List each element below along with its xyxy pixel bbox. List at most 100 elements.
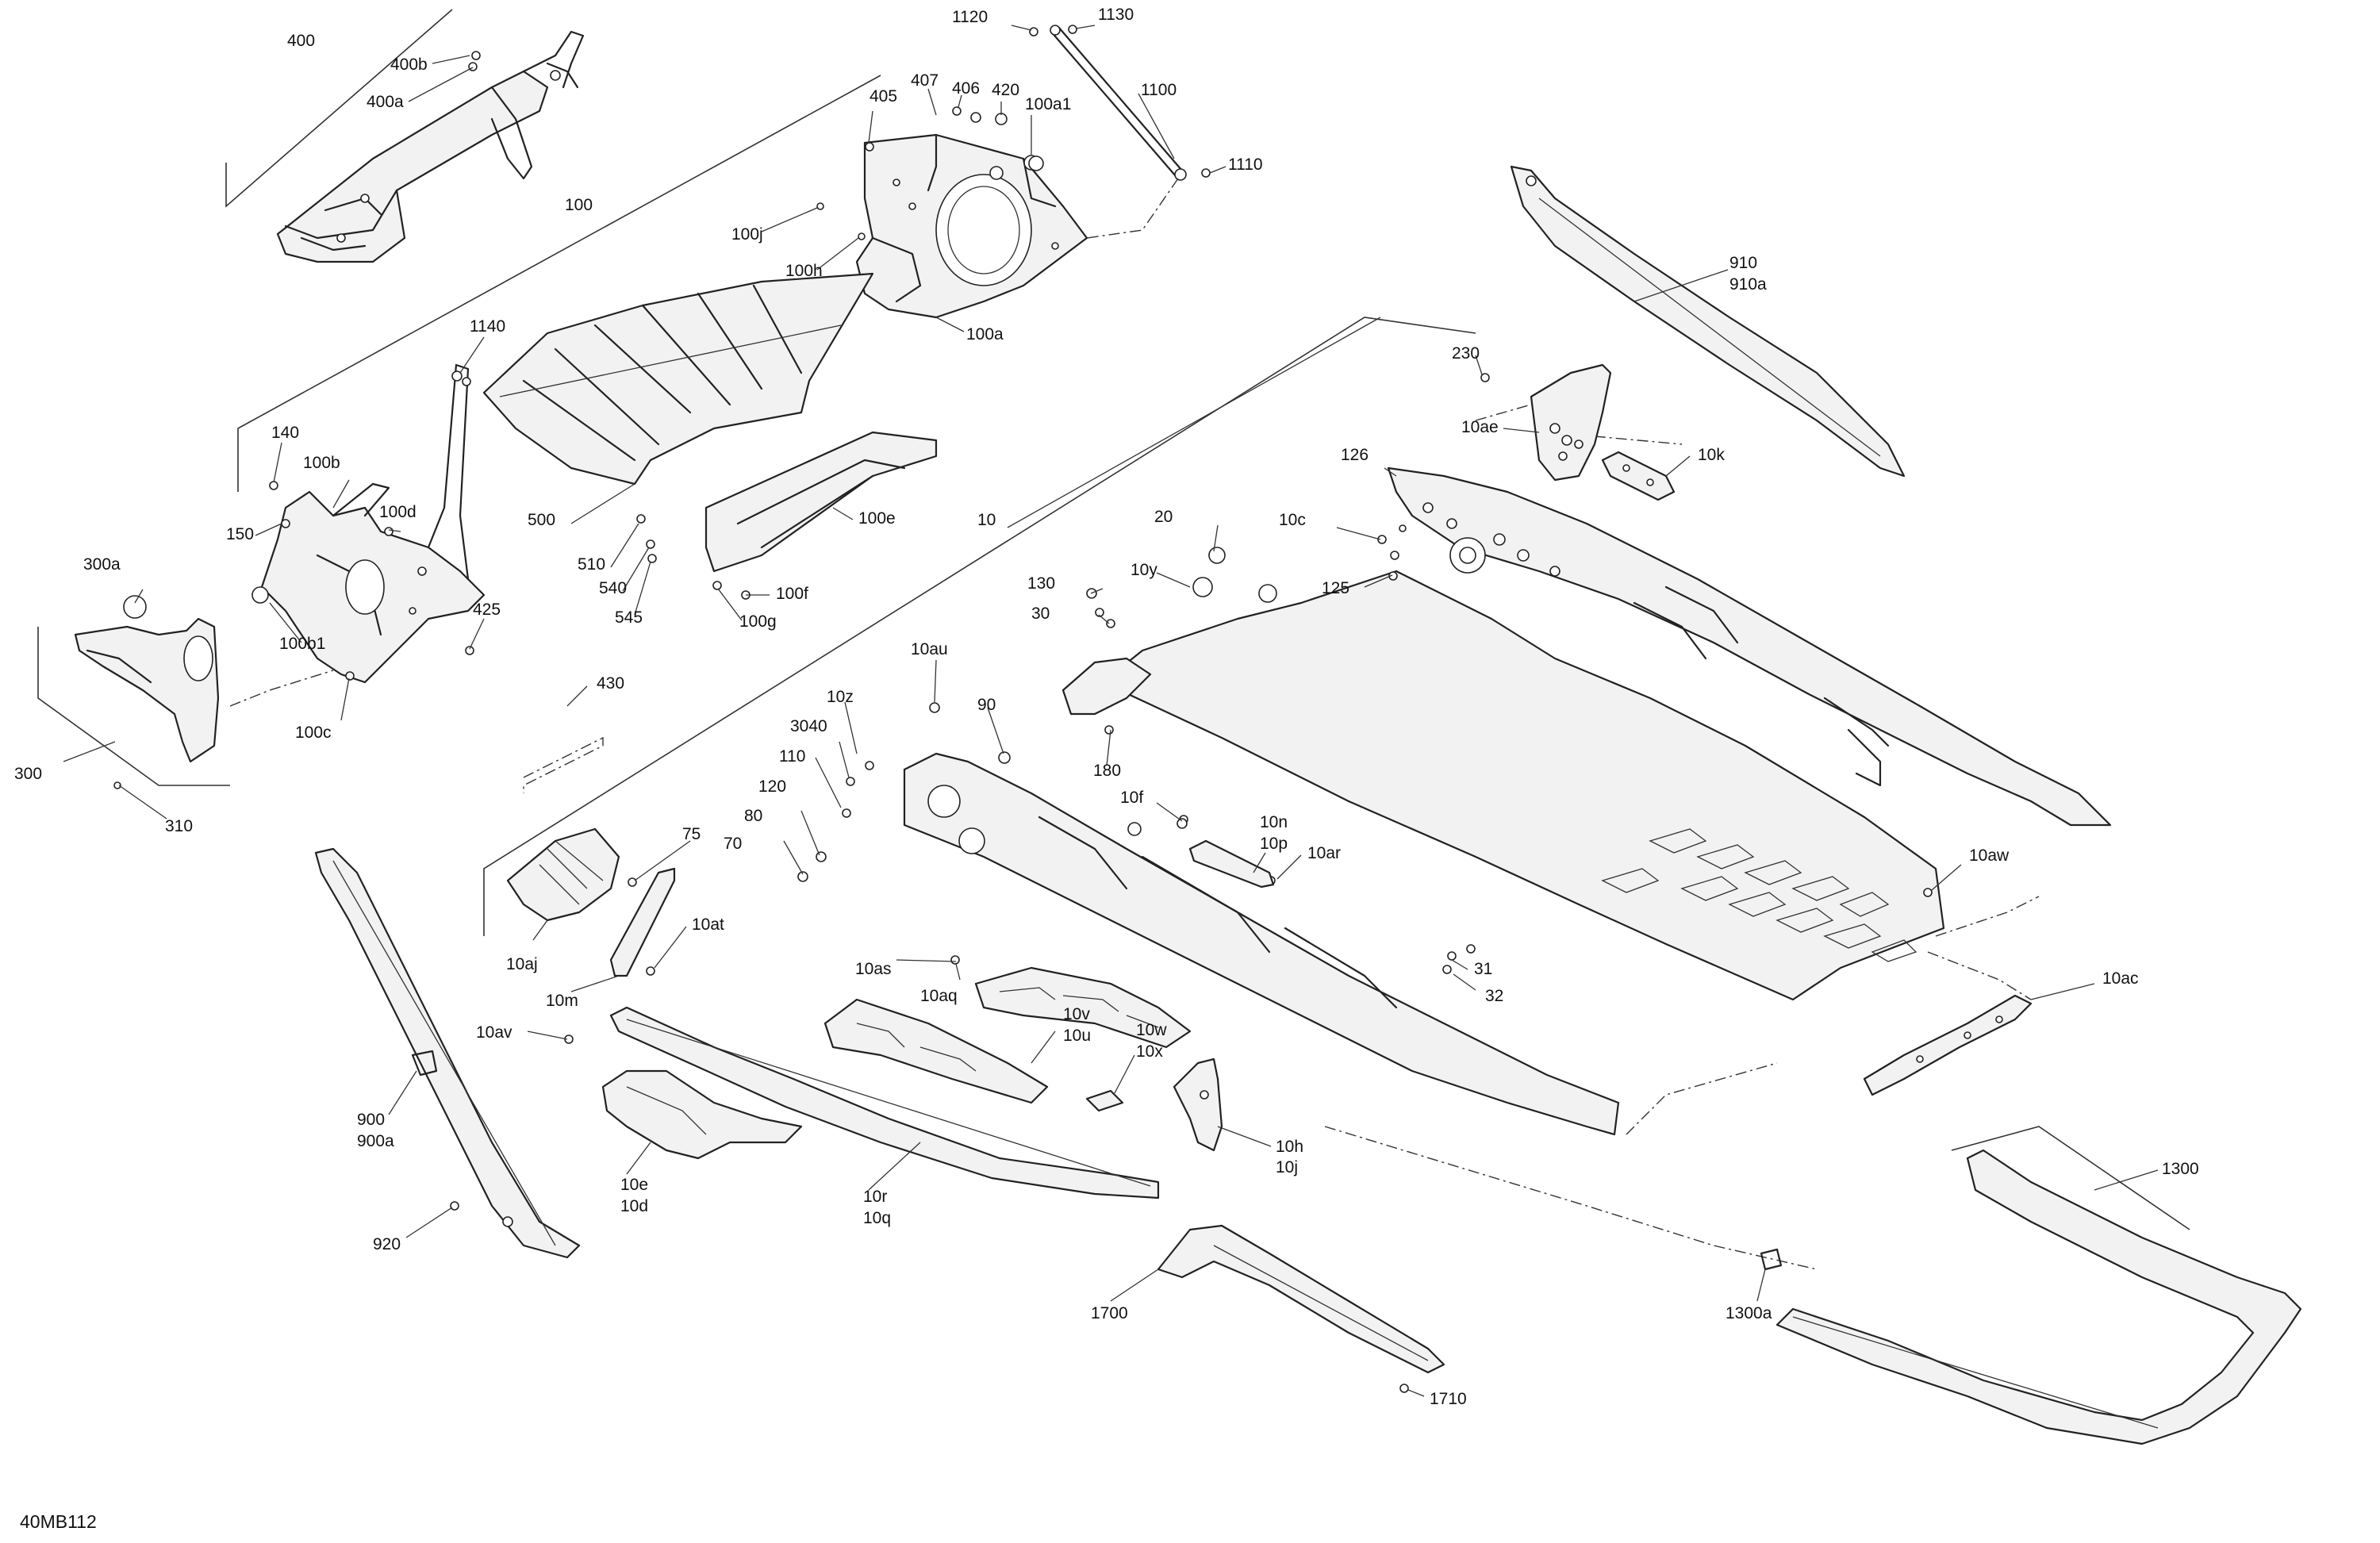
callout-1140: 1140 <box>470 317 505 336</box>
part-100e-channel <box>704 431 938 600</box>
callout-10k: 10k <box>1698 446 1725 464</box>
part-10n-link <box>1177 818 1275 889</box>
callout-10w: 10w <box>1136 1021 1167 1039</box>
part-100a-front-bulkhead <box>816 106 1088 319</box>
callout-430: 430 <box>597 674 624 693</box>
callout-10aj: 10aj <box>506 955 538 973</box>
callout-100: 100 <box>565 196 593 214</box>
callout-32: 32 <box>1485 987 1503 1005</box>
callout-300a: 300a <box>83 555 121 574</box>
callout-1110: 1110 <box>1228 155 1263 174</box>
callout-900: 900 <box>357 1111 385 1129</box>
part-910-rail <box>1510 165 1906 478</box>
callout-310: 310 <box>165 817 193 835</box>
callout-100b1: 100b1 <box>279 635 325 653</box>
callout-10c: 10c <box>1279 511 1306 529</box>
drawing-code: 40MB112 <box>20 1511 97 1532</box>
callout-400b: 400b <box>390 56 428 74</box>
callout-110: 110 <box>779 747 805 766</box>
callout-10r: 10r <box>863 1188 887 1206</box>
callout-405: 405 <box>869 87 897 106</box>
callout-1300a: 1300a <box>1726 1304 1772 1322</box>
callout-910: 910 <box>1729 254 1757 272</box>
part-1300-rear-bumper <box>1760 1149 2302 1445</box>
callout-900a: 900a <box>357 1132 394 1150</box>
callout-10aq: 10aq <box>920 987 958 1005</box>
callout-80: 80 <box>744 807 762 825</box>
callout-100a: 100a <box>966 325 1004 344</box>
callout-10f: 10f <box>1120 789 1143 807</box>
part-10aj-footrest <box>506 827 637 922</box>
callout-10q: 10q <box>863 1209 891 1227</box>
callout-100j: 100j <box>731 225 763 244</box>
callout-1120: 1120 <box>952 8 988 26</box>
callout-126: 126 <box>1341 446 1368 464</box>
callout-500: 500 <box>528 511 555 529</box>
part-500-floor-panel <box>482 272 874 563</box>
callout-75: 75 <box>682 825 701 843</box>
callout-10as: 10as <box>855 960 892 978</box>
callout-20: 20 <box>1154 508 1173 526</box>
callout-125: 125 <box>1322 579 1349 597</box>
callout-10au: 10au <box>911 640 948 658</box>
callout-140: 140 <box>271 424 299 442</box>
part-400-steering-support <box>276 30 585 263</box>
callout-90: 90 <box>977 696 996 714</box>
callout-425: 425 <box>473 601 501 619</box>
callout-10u: 10u <box>1063 1027 1091 1045</box>
callout-540: 540 <box>599 579 627 597</box>
callout-545: 545 <box>615 608 643 627</box>
callout-10n: 10n <box>1260 813 1288 831</box>
callout-10at: 10at <box>692 915 724 934</box>
callout-10h: 10h <box>1276 1138 1303 1156</box>
callout-100f: 100f <box>776 585 808 603</box>
callout-10aw: 10aw <box>1969 846 2010 865</box>
callout-1100: 1100 <box>1141 81 1177 99</box>
part-300-front-support <box>74 595 334 789</box>
callout-10ar: 10ar <box>1307 844 1341 862</box>
group-frames <box>37 9 2190 1230</box>
callout-1130: 1130 <box>1098 6 1134 24</box>
callout-10m: 10m <box>546 992 578 1010</box>
callout-100c: 100c <box>295 724 332 742</box>
callout-10y: 10y <box>1130 561 1157 579</box>
callout-130: 130 <box>1027 574 1055 593</box>
callout-910a: 910a <box>1729 275 1767 294</box>
part-10w-clip <box>1085 1089 1124 1112</box>
callout-920: 920 <box>373 1235 401 1253</box>
callout-100b: 100b <box>303 454 340 472</box>
callout-10ae: 10ae <box>1461 418 1499 436</box>
part-10-tunnel <box>564 404 2112 1270</box>
callout-30: 30 <box>1031 605 1050 623</box>
part-10ac-bracket <box>1863 994 2033 1096</box>
callout-10d: 10d <box>620 1197 648 1215</box>
callout-120: 120 <box>758 777 786 796</box>
callout-100g: 100g <box>739 612 777 631</box>
callout-10ac: 10ac <box>2102 969 2139 988</box>
part-10e-bracket <box>601 1069 803 1160</box>
callout-420: 420 <box>992 81 1019 99</box>
part-10as-gusset <box>974 966 1192 1049</box>
part-1700-rail <box>1157 1224 1445 1393</box>
callout-300: 300 <box>14 765 42 783</box>
callout-407: 407 <box>911 71 939 90</box>
part-1100-strut <box>1029 25 1211 239</box>
leader-lines <box>63 25 2159 1397</box>
callout-406: 406 <box>952 79 980 98</box>
callout-100d: 100d <box>379 503 416 521</box>
callout-400a: 400a <box>367 93 404 111</box>
callout-100a1: 100a1 <box>1025 95 1071 113</box>
callout-150: 150 <box>226 525 254 543</box>
part-10r-rail <box>609 1006 1160 1199</box>
callout-1710: 1710 <box>1430 1390 1467 1408</box>
callout-3040: 3040 <box>790 717 827 735</box>
deck-slots <box>1601 828 1917 962</box>
part-10k-plate <box>1601 451 1676 501</box>
callout-10p: 10p <box>1260 835 1288 853</box>
callout-10av: 10av <box>476 1023 512 1042</box>
callout-100h: 100h <box>785 262 823 280</box>
part-10m-bracket <box>609 867 676 977</box>
callout-100e: 100e <box>858 509 896 528</box>
callout-510: 510 <box>578 555 605 574</box>
callout-labels: 400 400b 400a 100 1120 1130 1100 1110 40… <box>14 6 2199 1532</box>
